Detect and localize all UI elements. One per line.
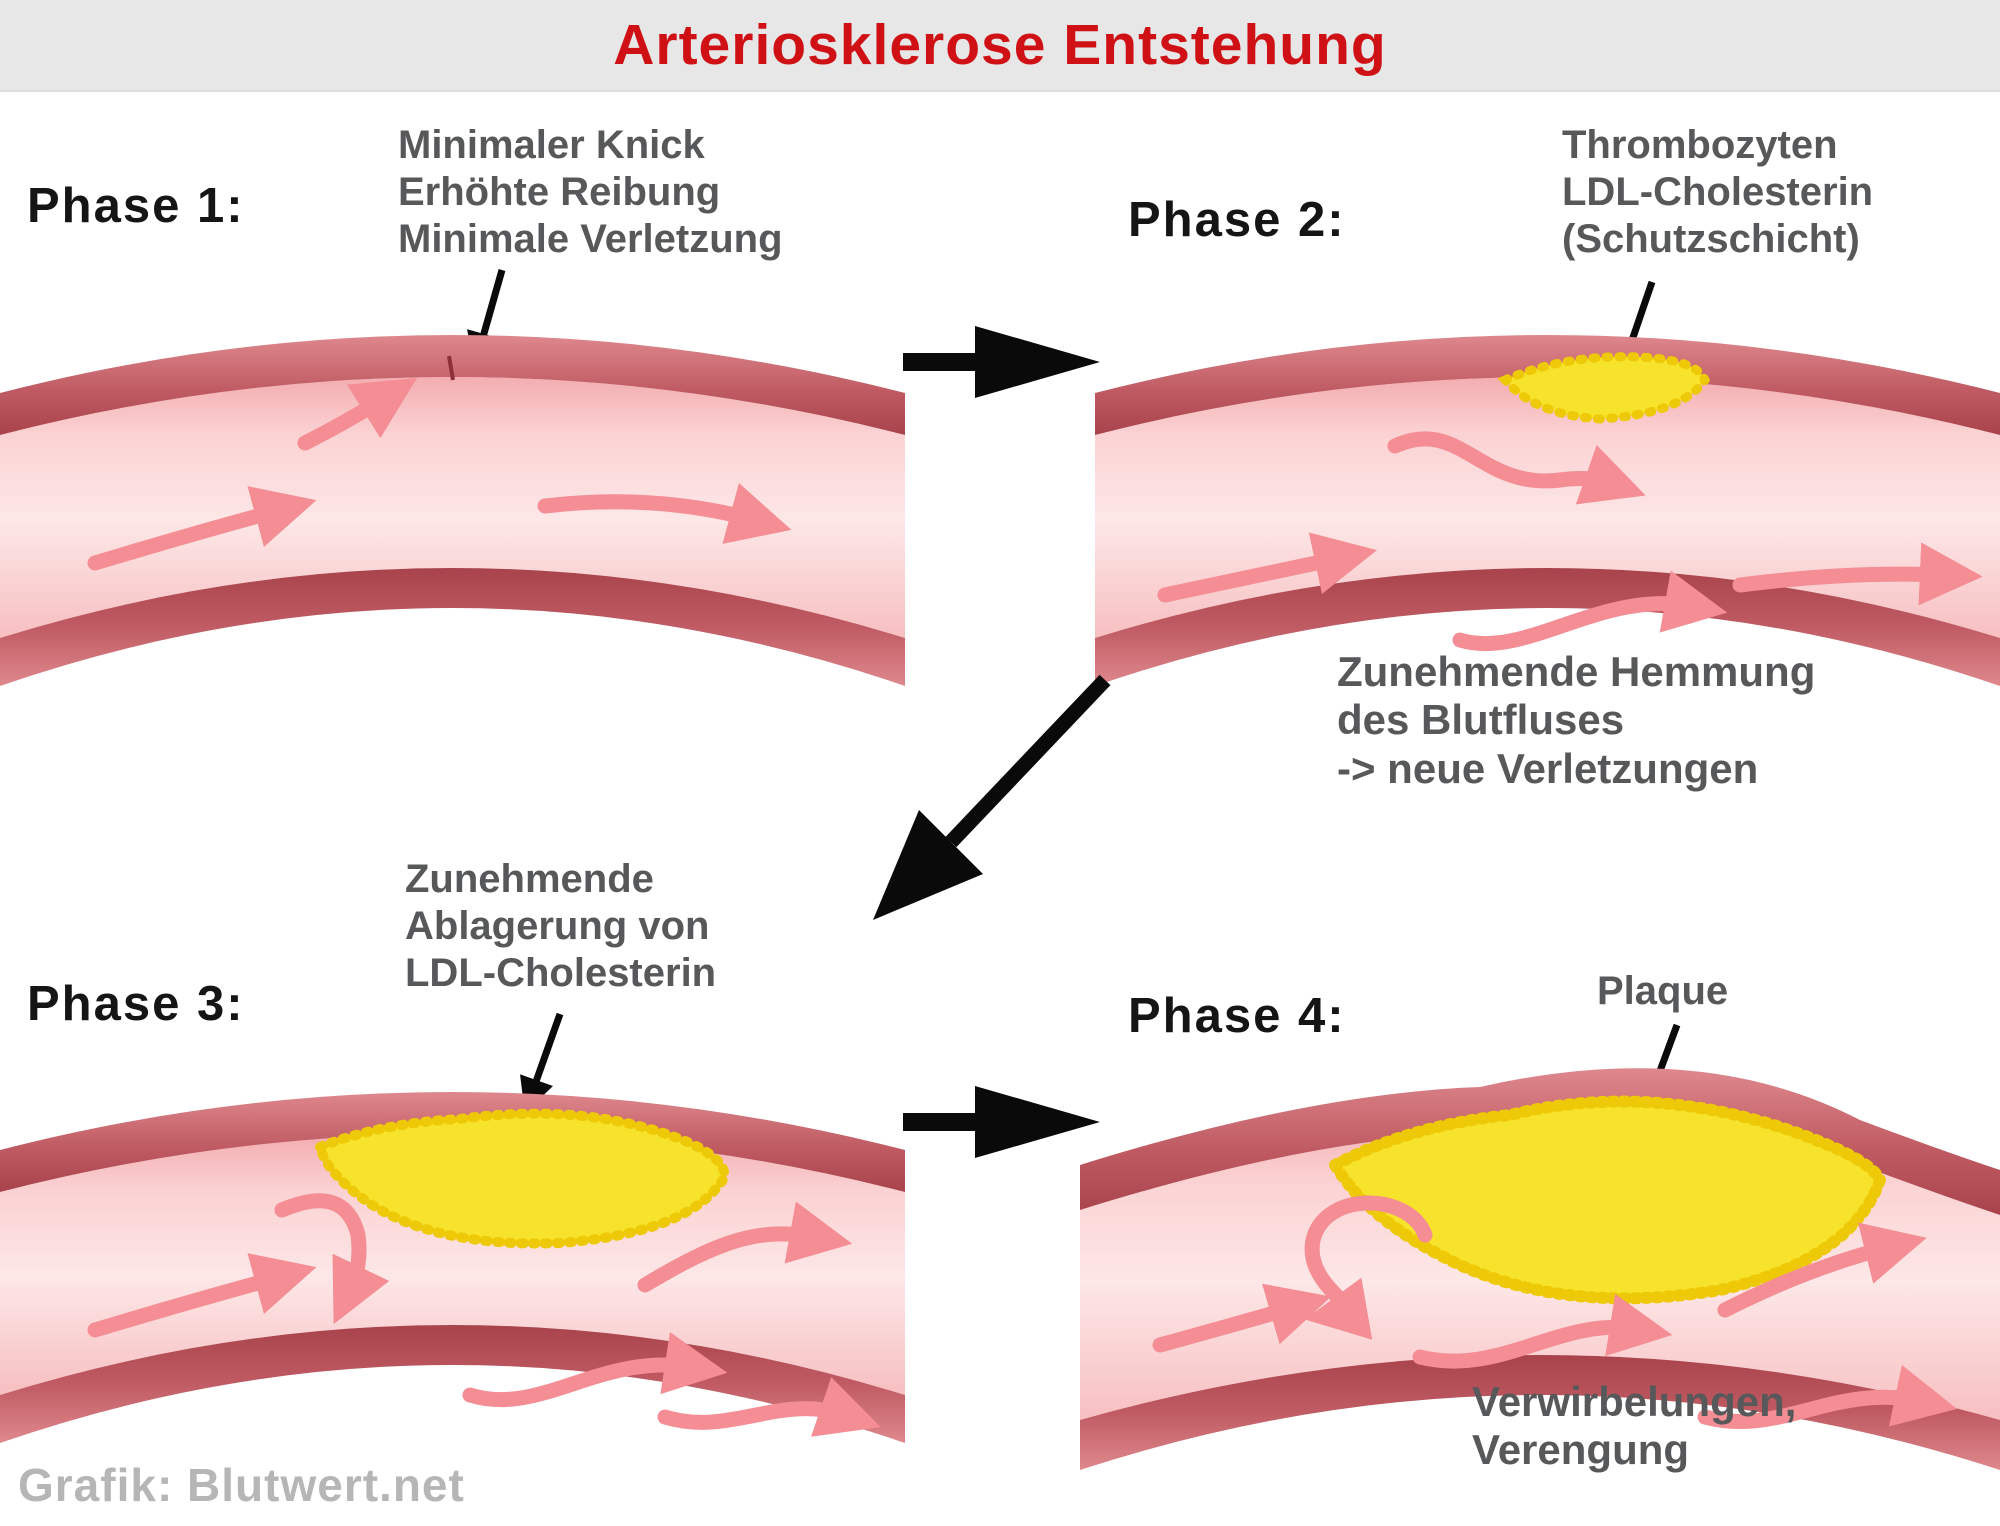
blood-flow-arrow (462, 1332, 728, 1408)
artery-illustration-phase-1 (0, 335, 905, 686)
phase-3-label: Phase 3: (27, 977, 245, 1031)
phase-3-annotation: Zunehmende Ablagerung von LDL-Cholesteri… (405, 857, 717, 996)
artery-wall-top (1080, 1068, 2000, 1215)
artery-wall-top (0, 1092, 905, 1192)
note-after-phase4: Verwirbelungen, Verengung (1472, 1378, 1797, 1474)
artery-illustration-phase-2 (1095, 335, 2000, 686)
blood-flow-arrow (87, 1253, 317, 1338)
blood-flow-arrow (1452, 570, 1728, 652)
blood-flow-arrow (637, 1201, 853, 1293)
artery-wall-top (1095, 335, 2000, 435)
blood-flow-arrow (537, 483, 792, 544)
artery-wall-top (0, 335, 905, 435)
artery-lumen (0, 377, 905, 638)
phase-transition-arrow-icon (903, 326, 1100, 398)
blood-flow-arrow (1157, 532, 1377, 603)
blood-flow-arrow (1152, 1283, 1332, 1353)
injury-notch (447, 355, 455, 381)
cholesterol-deposit (314, 1108, 730, 1249)
blood-flow-arrow (1732, 542, 1983, 606)
blood-flow-arrow (1387, 431, 1646, 505)
blood-flow-arrow (1697, 1364, 1957, 1429)
phase-4-label: Phase 4: (1128, 989, 1346, 1043)
blood-flow-arrow (1412, 1293, 1673, 1369)
phase-1-label: Phase 1: (27, 179, 245, 233)
phase-transition-arrow-icon (873, 674, 1111, 920)
blood-flow-arrow (274, 1193, 390, 1325)
plaque-deposit (1326, 1095, 1887, 1305)
page-title: Arteriosklerose Entstehung (613, 13, 1387, 77)
note-after-phase2: Zunehmende Hemmung des Blutfluses -> neu… (1337, 648, 1816, 792)
blood-flow-arrow (297, 377, 418, 451)
credit-text: Grafik: Blutwert.net (18, 1459, 465, 1511)
artery-illustration-phase-3 (0, 1092, 905, 1443)
phase-transition-arrow-icon (903, 1086, 1100, 1158)
blood-flow-arrow (1717, 1222, 1927, 1318)
phase-4-annotation: Plaque (1597, 969, 1729, 1013)
turbulence-swirl-arrow (1304, 1195, 1433, 1340)
blood-flow-arrow (87, 486, 317, 571)
header-bar: Arteriosklerose Entstehung (0, 0, 2000, 92)
annotation-pointer-arrow-icon (467, 269, 506, 368)
phase-2-annotation: Thrombozyten LDL-Cholesterin (Schutzschi… (1562, 123, 1874, 262)
artery-wall-bottom (1080, 1355, 2000, 1470)
phase-1-annotation: Minimaler Knick Erhöhte Reibung Minimale… (398, 123, 783, 262)
phase-2-label: Phase 2: (1128, 193, 1346, 247)
blood-flow-arrow (657, 1377, 881, 1437)
annotation-pointer-arrow-icon (520, 1012, 564, 1113)
artery-wall-bottom (0, 568, 905, 686)
cholesterol-deposit (1497, 352, 1711, 424)
artery-wall-bottom (1095, 568, 2000, 686)
artery-illustration-phase-4 (1080, 1068, 2000, 1470)
